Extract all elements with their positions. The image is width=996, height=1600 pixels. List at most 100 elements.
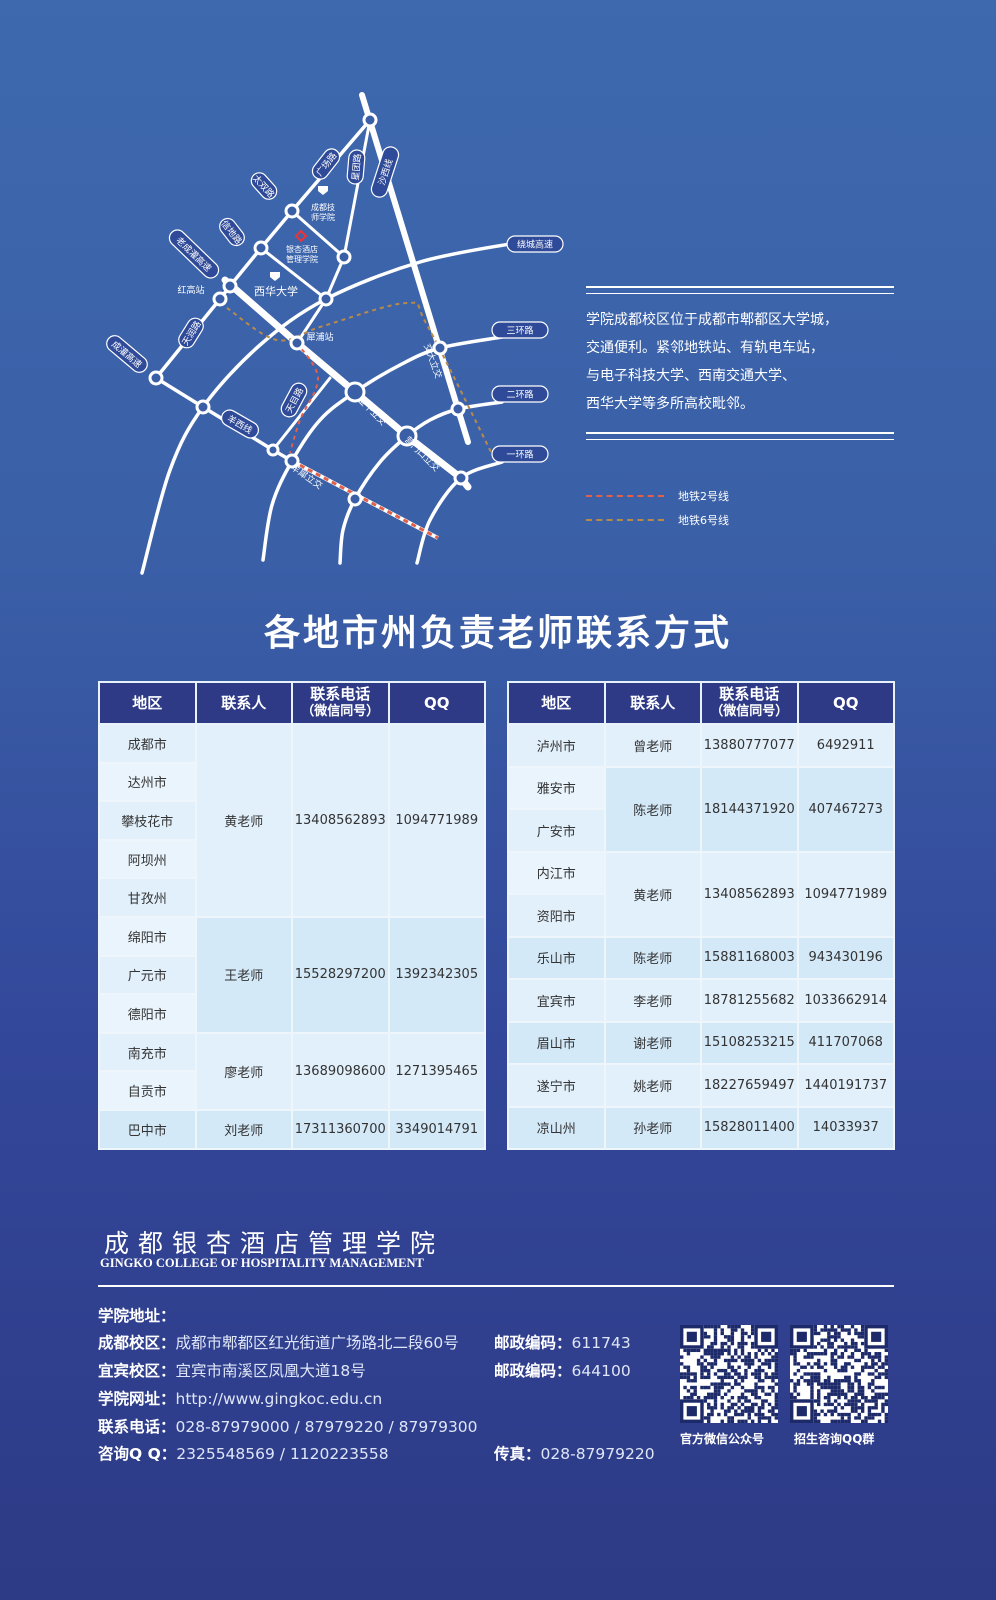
- tianmu-road: [271, 376, 332, 452]
- chengguan-label: 成灌高速: [106, 335, 148, 373]
- intro-block: 学院成都校区位于成都市郫都区大学城， 交通便利。紧邻地铁站、有轨电车站， 与电子…: [586, 286, 894, 440]
- website: 学院网址：http://www.gingkoc.edu.cn: [98, 1390, 383, 1408]
- line2-swatch: [586, 495, 664, 497]
- table-header: 地区联系人联系电话（微信同号）QQ: [507, 681, 895, 725]
- teacher-cell: 姚老师: [603, 1063, 702, 1108]
- taishuang-label: 太双路: [250, 172, 278, 200]
- region-cell: 达州市: [98, 761, 197, 803]
- header-region: 地区: [98, 681, 197, 725]
- college-label: 银杏酒店管理学院: [286, 244, 318, 264]
- region-cell: 阿坝州: [98, 838, 197, 880]
- yihuan-label: 一环路: [491, 445, 549, 463]
- teacher-cell: 刘老师: [194, 1108, 293, 1150]
- phone-cell: 15108253215: [700, 1020, 799, 1065]
- junction-node: [253, 240, 269, 256]
- header-contact: 联系人: [603, 681, 702, 725]
- junction-node: [222, 278, 238, 294]
- intro-line: 交通便利。紧邻地铁站、有轨电车站，: [586, 340, 824, 356]
- legend-line2: 地铁2号线: [586, 484, 729, 508]
- qq-cell: 1271395465: [387, 1031, 486, 1111]
- table-row: 广安市: [507, 808, 894, 853]
- erhuan-road: [338, 400, 504, 565]
- school-icon: [318, 186, 328, 195]
- junction-node: [266, 443, 280, 457]
- sanhuan-road: [261, 335, 504, 562]
- region-cell: 资阳市: [507, 893, 606, 938]
- xingtuan-road: [295, 118, 372, 345]
- teacher-cell: 廖老师: [194, 1031, 293, 1111]
- teacher-cell: 陈老师: [603, 765, 702, 853]
- svg-text:星团路: 星团路: [349, 153, 363, 181]
- website-link[interactable]: http://www.gingkoc.edu.cn: [175, 1390, 383, 1408]
- teacher-cell: 黄老师: [194, 723, 293, 918]
- qq-cell: 6492911: [796, 723, 895, 768]
- region-cell: 宜宾市: [507, 978, 606, 1023]
- legend-line6: 地铁6号线: [586, 508, 729, 532]
- guangchang-road: [154, 118, 372, 380]
- raocheng-label: 绕城高速: [506, 235, 564, 253]
- header-phone: 联系电话（微信同号）: [700, 681, 799, 725]
- table-row: 阿坝州: [98, 838, 485, 880]
- qq-cell: 407467273: [796, 765, 895, 853]
- phone-cell: 13408562893: [700, 850, 799, 938]
- intro-text: 学院成都校区位于成都市郫都区大学城， 交通便利。紧邻地铁站、有轨电车站， 与电子…: [586, 306, 894, 418]
- junction-node: [148, 370, 164, 386]
- phone-cell: 13880777077: [700, 723, 799, 768]
- region-cell: 甘孜州: [98, 877, 197, 918]
- header-region: 地区: [507, 681, 606, 725]
- qr1-caption: 官方微信公众号: [680, 1432, 765, 1446]
- table-row: 自贡市: [98, 1070, 485, 1111]
- metro-line2: [289, 342, 320, 454]
- junction-node: [289, 335, 305, 351]
- region-cell: 雅安市: [507, 765, 606, 810]
- region-cell: 内江市: [507, 850, 606, 895]
- yangxi-label: 羊西线: [221, 409, 259, 439]
- consult-qq: 咨询Q Q：2325548569 / 1120223558: [98, 1445, 389, 1463]
- qq-cell: 3349014791: [387, 1108, 486, 1150]
- table-row: 达州市: [98, 761, 485, 803]
- yibin-campus: 宜宾校区：宜宾市南溪区凤凰大道18号: [98, 1362, 366, 1380]
- xiandu-label: 信地路: [219, 217, 245, 247]
- svg-text:三环路: 三环路: [506, 325, 533, 337]
- junction-node: [432, 340, 448, 356]
- junction-node: [212, 291, 228, 307]
- xipu-label: 犀浦站: [306, 331, 333, 343]
- header-qq: QQ: [387, 681, 486, 725]
- phone-cell: 13408562893: [291, 723, 390, 918]
- qq-cell: 1094771989: [796, 850, 895, 938]
- qr2-caption: 招生咨询QQ群: [794, 1432, 875, 1446]
- college-name-en: GINGKO COLLEGE OF HOSPITALITY MANAGEMENT: [100, 1256, 424, 1270]
- junction-node: [362, 112, 378, 128]
- fax: 传真：028-87979220: [494, 1445, 655, 1463]
- region-cell: 巴中市: [98, 1108, 197, 1150]
- line6-swatch: [586, 519, 664, 521]
- qq-cell: 1440191737: [796, 1063, 895, 1108]
- region-cell: 凉山州: [507, 1105, 606, 1150]
- phone-cell: 18144371920: [700, 765, 799, 853]
- guangchang-label: 广场路: [311, 148, 341, 180]
- region-cell: 乐山市: [507, 935, 606, 980]
- phone: 联系电话：028-87979000 / 87979220 / 87979300: [98, 1418, 478, 1436]
- chengdu-zip: 邮政编码：611743: [494, 1334, 631, 1352]
- header-qq: QQ: [796, 681, 895, 725]
- intro-line: 西华大学等多所高校毗邻。: [586, 396, 754, 412]
- region-cell: 泸州市: [507, 723, 606, 768]
- table-row: 德阳市: [98, 993, 485, 1034]
- phone-cell: 15881168003: [700, 935, 799, 980]
- junction-node: [450, 401, 466, 417]
- wechat-qr-code: [680, 1325, 778, 1423]
- region-cell: 遂宁市: [507, 1063, 606, 1108]
- jinniu-label: 金牛立交: [355, 394, 389, 428]
- tianrun-label: 天润路: [178, 317, 204, 349]
- cross-road: [290, 209, 346, 259]
- teacher-cell: 陈老师: [603, 935, 702, 980]
- teacher-cell: 孙老师: [603, 1105, 702, 1150]
- table-row: 攀枝花市: [98, 800, 485, 841]
- svg-text:老成灌高速: 老成灌高速: [173, 234, 214, 274]
